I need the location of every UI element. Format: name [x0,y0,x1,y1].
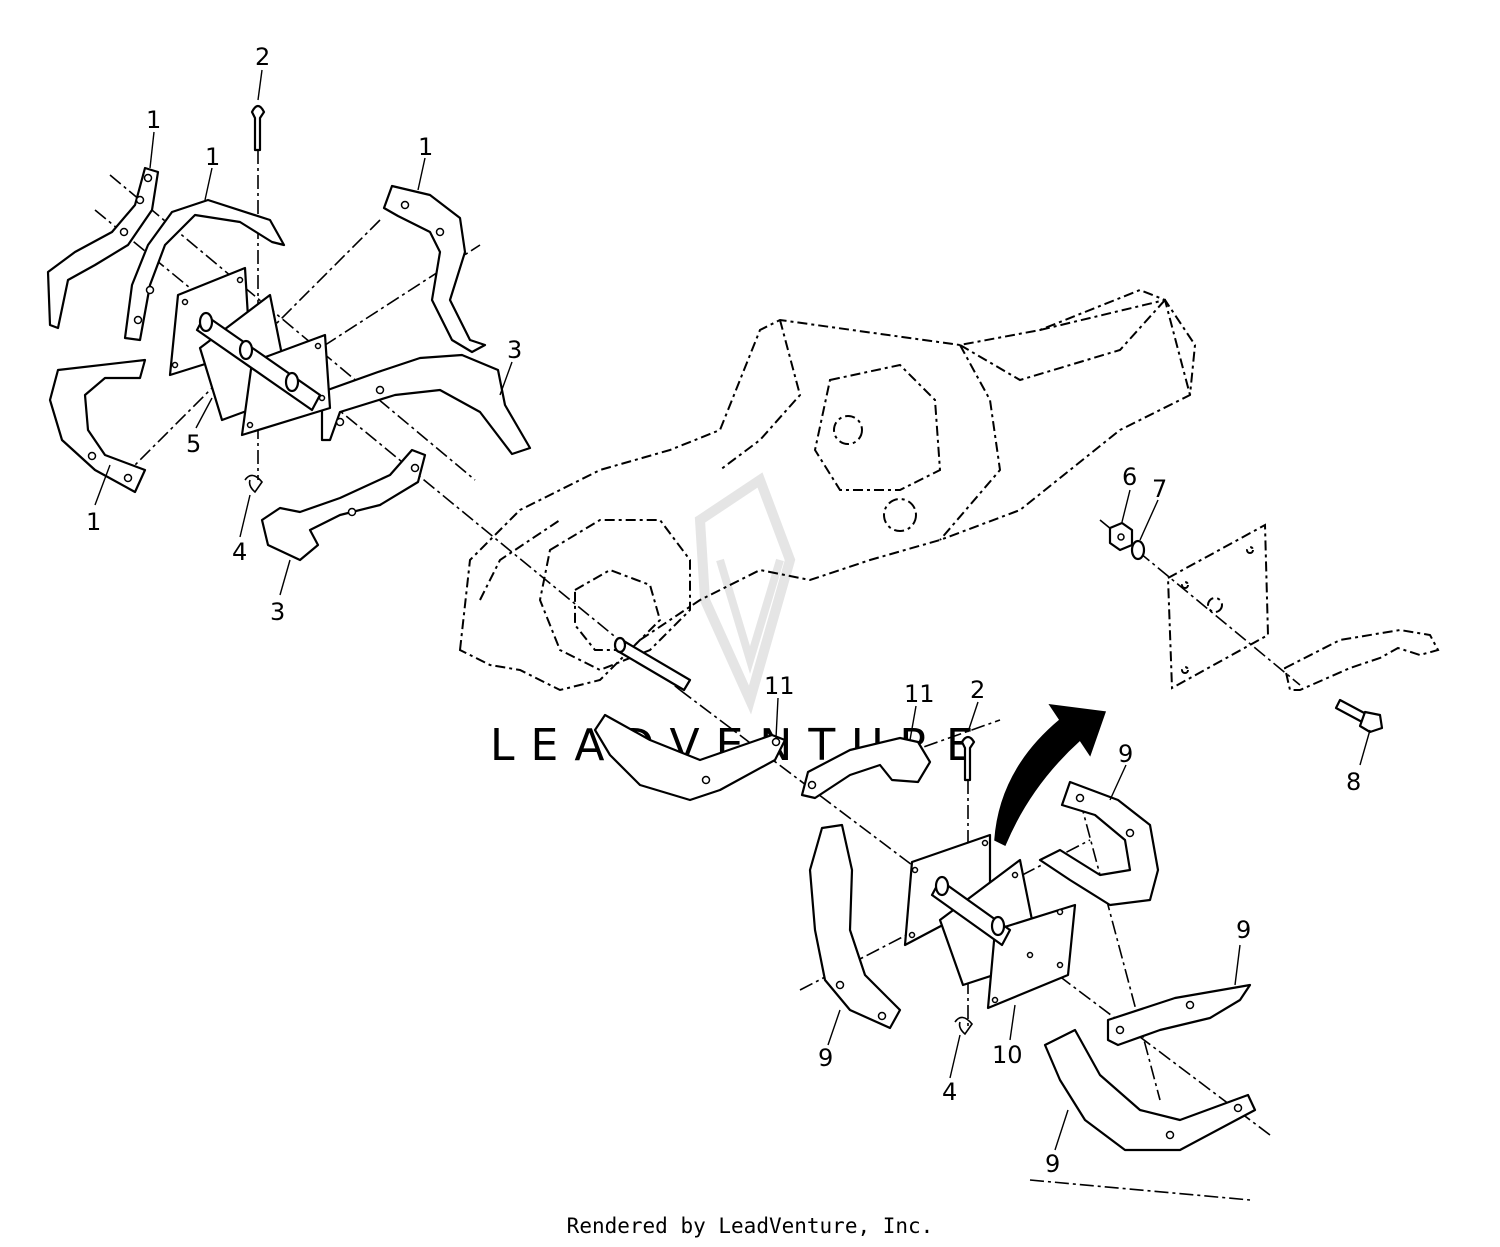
callout-9-upper: 9 [1118,740,1133,768]
tine-right-lower [260,448,427,562]
callout-9-left: 9 [818,1044,833,1072]
rotation-arrow [994,704,1107,847]
callout-2-left: 2 [255,43,270,71]
callout-10: 10 [992,1041,1023,1069]
tine-9-upper [1038,780,1160,907]
axle-shaft [613,636,692,692]
callout-3-right: 3 [507,336,522,364]
tine-right-upper [320,353,532,456]
callout-4-right: 4 [942,1078,957,1106]
washer [1130,539,1146,561]
callout-4-left: 4 [232,538,247,566]
callout-1-upper-right: 1 [418,133,433,161]
callout-1-upper: 1 [205,143,220,171]
tine-upper-left-outer [46,166,160,330]
clevis-pin-right [960,735,976,782]
callout-labels: 1 1 1 1 2 3 3 4 5 6 7 8 11 11 2 9 9 9 9 … [86,43,1361,1178]
hub-tube-right [930,878,1012,947]
tine-9-lower-right [1106,983,1252,1047]
callout-6: 6 [1122,463,1137,491]
callout-9-right: 9 [1236,916,1251,944]
left-tine-assembly [46,104,532,562]
right-tine-assembly [593,704,1257,1152]
tine-11-right [800,736,932,800]
tine-9-left [808,823,902,1030]
callout-2-right: 2 [970,676,985,704]
tine-11-left [593,713,787,802]
callout-8: 8 [1346,768,1361,796]
tiller-housing-outline [458,288,1223,692]
callout-3-lower: 3 [270,598,285,626]
outer-hardware [1108,521,1440,734]
tine-lower-left [48,358,147,494]
tine-9-bottom [1043,1028,1257,1152]
clevis-pin-left [250,104,266,152]
leader-lines [94,69,1371,1151]
callout-1-upper-left: 1 [146,106,161,134]
tine-upper-left-inner [123,198,286,342]
callout-5: 5 [186,430,201,458]
hairpin-clip-right [954,1016,974,1036]
callout-1-lower-left: 1 [86,508,101,536]
callout-11-left: 11 [764,672,795,700]
callout-7: 7 [1152,475,1167,503]
callout-11-right: 11 [904,680,935,708]
footer-credit: Rendered by LeadVenture, Inc. [566,1214,934,1238]
tine-upper-right [382,184,487,354]
callout-9-bottom: 9 [1045,1150,1060,1178]
hairpin-clip-left [244,474,264,494]
watermark-logo [694,472,796,715]
